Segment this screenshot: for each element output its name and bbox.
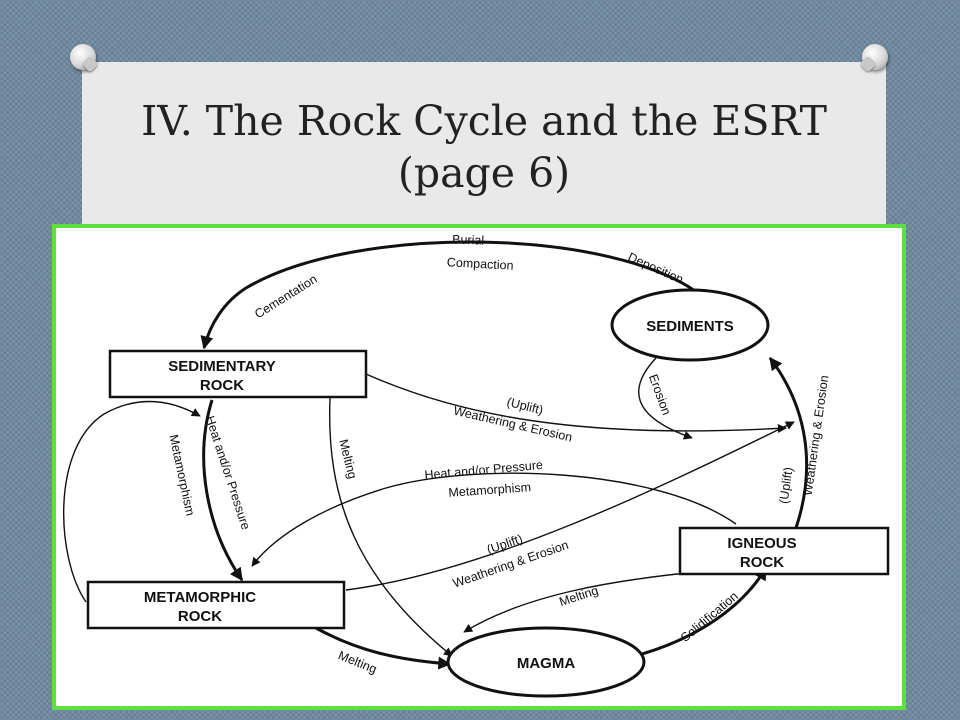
- title-panel: [82, 62, 886, 232]
- arrow-metamorphic-left-loop: [63, 400, 201, 603]
- svg-text:MAGMA: MAGMA: [517, 655, 575, 672]
- rock-cycle-svg: SEDIMENTS SEDIMENTARY ROCK METAMORPHIC R…: [63, 232, 890, 698]
- svg-text:ROCK: ROCK: [200, 377, 244, 394]
- arrow-igneous-to-metamorphic: [251, 472, 737, 567]
- slide-title-line-1: IV. The Rock Cycle and the ESRT: [141, 97, 827, 145]
- node-sediments: SEDIMENTS: [610, 288, 770, 362]
- label-deposition: Deposition: [626, 250, 686, 287]
- node-sedimentary-rock: SEDIMENTARY ROCK: [108, 349, 368, 399]
- label-metamorphism-2: Metamorphism: [448, 480, 531, 500]
- label-metamorphism-1: Metamorphism: [166, 433, 197, 517]
- arrow-metamorphic-weathering: [345, 421, 795, 591]
- label-melting-2: Melting: [557, 583, 600, 609]
- svg-text:METAMORPHIC: METAMORPHIC: [144, 589, 256, 606]
- rock-cycle-diagram: SEDIMENTS SEDIMENTARY ROCK METAMORPHIC R…: [52, 224, 906, 710]
- arrow-heat-pressure-thick: [202, 399, 244, 582]
- node-magma: MAGMA: [446, 626, 646, 698]
- label-uplift-2: (Uplift): [485, 532, 524, 557]
- arrow-solidification: [641, 566, 768, 656]
- label-compaction: Compaction: [447, 255, 514, 272]
- label-uplift-3: (Uplift): [777, 466, 796, 504]
- slide-title: IV. The Rock Cycle and the ESRT (page 6): [82, 95, 886, 199]
- label-heat-pressure-2: Heat and/or Pressure: [424, 458, 544, 482]
- svg-text:ROCK: ROCK: [178, 608, 222, 625]
- pushpin-icon: [70, 44, 96, 70]
- pushpin-icon: [862, 44, 888, 70]
- arrow-sedimentary-weathering: [365, 373, 787, 433]
- svg-text:SEDIMENTARY: SEDIMENTARY: [168, 358, 276, 375]
- slide-title-line-2: (page 6): [397, 149, 571, 197]
- arrow-melting-metamorphic-magma: [315, 626, 452, 670]
- label-erosion: Erosion: [646, 372, 674, 417]
- label-uplift-1: (Uplift): [505, 395, 544, 417]
- label-solidification: Solidification: [678, 589, 741, 645]
- arrow-deposition-cementation: [200, 240, 703, 350]
- arrow-igneous-to-sediments: [768, 356, 809, 529]
- svg-text:IGNEOUS: IGNEOUS: [727, 535, 796, 552]
- arrow-igneous-melting: [463, 571, 697, 633]
- svg-text:ROCK: ROCK: [740, 554, 784, 571]
- node-metamorphic-rock: METAMORPHIC ROCK: [86, 580, 346, 630]
- arrow-sedimentary-melting: [328, 397, 453, 657]
- label-burial: Burial: [452, 232, 484, 247]
- node-igneous-rock: IGNEOUS ROCK: [678, 526, 890, 576]
- svg-text:SEDIMENTS: SEDIMENTS: [646, 318, 734, 335]
- label-melting-1: Melting: [336, 438, 359, 481]
